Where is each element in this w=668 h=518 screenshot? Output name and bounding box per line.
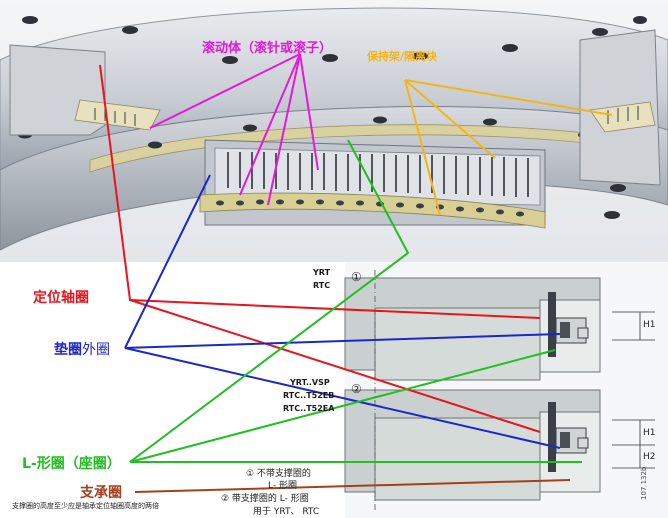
gold-leader-3 [404,79,613,116]
label-washer-rest: 外圈 [82,342,110,358]
leader-lines [99,53,613,493]
bolt-holes [18,16,647,219]
type-yrt-vsp: YRT..VSP [290,378,330,387]
label-rolling-element: 滚动体（滚针或滚子） [202,41,333,56]
dim-h1-bottom: H1 [643,428,656,438]
shaft-bolt-bottom [548,402,556,472]
left-cage-cut [74,99,161,131]
blue-leader-render [124,174,211,349]
legend-1-line1: ① 不带支撑圈的 [246,469,311,479]
legend-2-line1: ② 带支撑圈的 L- 形圈 [221,494,309,504]
label-support-ring: 支承圈 [80,485,122,501]
type-yrt: YRT [313,268,331,277]
blue-leader-top [124,333,561,349]
green-leader-render [129,139,410,463]
dim-h2: H2 [643,452,656,462]
cross-section-drawing [344,262,668,518]
label-l-ring: L-形圈（座圈） [22,456,121,472]
right-cage-cut [589,101,656,133]
drawing-number: 107 132b [640,466,648,500]
label-washer: 垫圈外圈 [54,339,110,359]
shaft-bolt-top [548,292,556,357]
type-rtc-t52ea: RTC..T52EA [283,404,335,413]
label-washer-dark: 垫圈 [54,342,82,358]
magenta-leader-3 [267,53,301,206]
magenta-leader-2 [239,53,301,196]
legend-2-line2: 用于 YRT、 RTC [253,507,320,517]
red-leader-bottom [129,299,541,433]
magenta-leader-4 [299,53,319,171]
blue-leader-bottom [124,347,561,449]
gold-leader-1 [404,79,441,216]
type-rtc: RTC [313,281,331,290]
support-ring-note: 支撑圈的高度至少应是轴承定位轴圈高度的两倍 [12,502,159,510]
gold-leader-2 [404,79,496,159]
brown-leader [134,479,571,493]
marker-2: ② [351,382,362,396]
green-leader-top [129,349,556,463]
label-locating-ring: 定位轴圈 [33,290,89,306]
dim-h1-top: H1 [643,320,656,330]
legend-1-line2: L- 形圈 [268,481,297,491]
magenta-leader-1 [149,53,301,129]
label-cage: 保持架/隔离块 [367,50,438,63]
type-rtc-t52eb: RTC..T52EB [283,391,335,400]
marker-1: ① [351,270,362,284]
lower-cage [199,192,546,229]
